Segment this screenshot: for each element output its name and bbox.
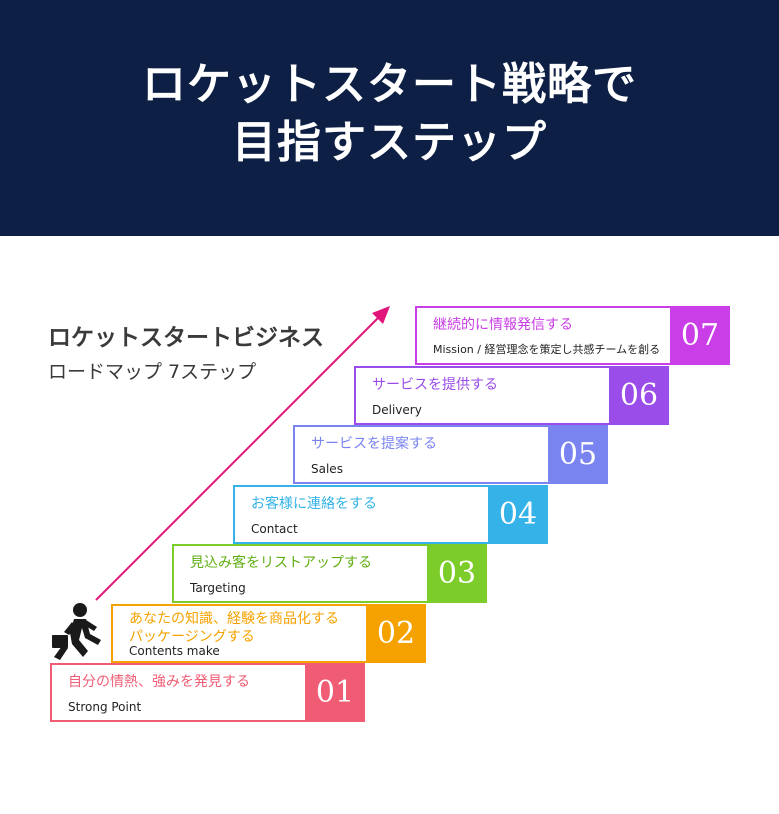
step-03: 見込み客をリストアップする Targeting 03	[172, 544, 487, 603]
step-label: 自分の情熱、強みを発見する	[68, 673, 250, 691]
step-label: 継続的に情報発信する	[433, 316, 573, 334]
step-subtitle: Strong Point	[68, 700, 142, 714]
step-label: お客様に連絡をする	[251, 495, 377, 513]
step-label-text: 継続的に情報発信する	[433, 317, 573, 333]
hero-banner: ロケットスタート戦略で 目指すステップ	[0, 0, 779, 236]
step-number-badge: 02	[366, 604, 426, 663]
step-subtitle: Targeting	[190, 581, 246, 595]
step-subtitle: Contact	[251, 522, 298, 536]
step-label-text: 自分の情熱、強みを発見する	[68, 674, 250, 690]
step-07: 継続的に情報発信する Mission / 経営理念を策定し共感チームを創る 07	[415, 306, 730, 365]
page-title: ロケットスタート戦略で 目指すステップ	[0, 56, 779, 172]
step-05: サービスを提案する Sales 05	[293, 425, 608, 484]
step-label: 見込み客をリストアップする	[190, 554, 372, 572]
step-number-badge: 06	[609, 366, 669, 425]
step-subtitle: Sales	[311, 462, 343, 476]
step-number-badge: 05	[548, 425, 608, 484]
roadmap-heading: ロケットスタートビジネス ロードマップ 7ステップ	[48, 322, 324, 388]
roadmap-heading-subtitle: ロードマップ 7ステップ	[48, 361, 257, 383]
diagonal-arrow-icon	[95, 306, 390, 601]
step-number-badge: 01	[305, 663, 365, 722]
step-label-text: 見込み客をリストアップする	[190, 555, 372, 571]
title-line-1: ロケットスタート戦略で	[142, 59, 637, 110]
step-label-text: お客様に連絡をする	[251, 496, 377, 512]
step-label-text: あなたの知識、経験を商品化する	[129, 611, 339, 627]
step-label-text-2: パッケージングする	[129, 629, 255, 645]
running-businessman-icon	[52, 603, 101, 660]
step-04: お客様に連絡をする Contact 04	[233, 485, 548, 544]
step-number-badge: 04	[488, 485, 548, 544]
step-label-text: サービスを提供する	[372, 377, 498, 393]
step-01: 自分の情熱、強みを発見する Strong Point 01	[50, 663, 365, 722]
step-subtitle: Mission / 経営理念を策定し共感チームを創る	[433, 343, 661, 356]
step-label: あなたの知識、経験を商品化するパッケージングする	[129, 610, 339, 646]
step-subtitle: Contents make	[129, 644, 220, 658]
title-line-2: 目指すステップ	[232, 117, 547, 168]
step-06: サービスを提供する Delivery 06	[354, 366, 669, 425]
step-label: サービスを提供する	[372, 376, 498, 394]
step-number-badge: 03	[427, 544, 487, 603]
roadmap-heading-title: ロケットスタートビジネス	[48, 325, 324, 351]
step-label: サービスを提案する	[311, 435, 437, 453]
step-label-text: サービスを提案する	[311, 436, 437, 452]
step-subtitle: Delivery	[372, 403, 422, 417]
step-number-badge: 07	[670, 306, 730, 365]
